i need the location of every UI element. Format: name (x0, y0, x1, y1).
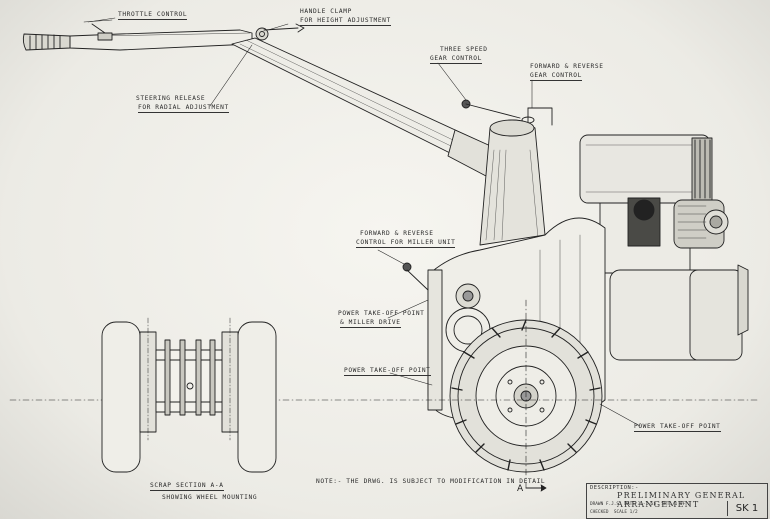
drawing-title: PRELIMINARY GENERAL ARRANGEMENT (617, 491, 746, 509)
handle-clamp (255, 23, 305, 41)
throttle-lever (83, 19, 113, 41)
label-pto-miller: POWER TAKE-OFF POINT (338, 310, 425, 317)
label-fwd-rev-gear: FORWARD & REVERSE (530, 63, 604, 70)
label-three-speed-sub: GEAR CONTROL (430, 55, 482, 64)
miller-control-lever (402, 262, 429, 291)
label-scrap-section: SCRAP SECTION A-A (150, 482, 224, 491)
section-mark-a: A (517, 484, 524, 494)
steering-column (479, 119, 546, 246)
label-fwd-rev-miller: FORWARD & REVERSE (360, 230, 434, 237)
section-line (9, 299, 761, 491)
label-fwd-rev-miller-sub: CONTROL FOR MILLER UNIT (356, 239, 456, 248)
checked-by: CHECKED (590, 510, 609, 515)
label-pto-left: POWER TAKE-OFF POINT (344, 367, 431, 376)
label-three-speed: THREE SPEED (440, 46, 488, 53)
label-steering-release: STEERING RELEASE (136, 95, 206, 102)
title-block-row-2: CHECKED SCALE 1/2 (590, 510, 638, 515)
label-handle-clamp: HANDLE CLAMP (300, 8, 352, 15)
drawing-scale: SCALE 1/2 (613, 510, 638, 515)
sheet-number: SK 1 (727, 501, 766, 516)
drawn-by: DRAWN F.J.S (590, 502, 620, 507)
label-steering-release-sub: FOR RADIAL ADJUSTMENT (138, 104, 229, 113)
scrap-section-view (101, 317, 277, 473)
wheel-guard (737, 264, 749, 336)
title-block-description-label: DESCRIPTION:- (590, 485, 639, 491)
title-block-row-1: DRAWN F.J.S DATE 31-1-55 SHT. 1 OF 2 (590, 502, 690, 507)
label-pto-right: POWER TAKE-OFF POINT (634, 423, 721, 432)
air-filter (627, 197, 729, 249)
label-fwd-rev-gear-sub: GEAR CONTROL (530, 72, 582, 81)
label-throttle-control: THROTTLE CONTROL (118, 11, 188, 20)
label-handle-clamp-sub: FOR HEIGHT ADJUSTMENT (300, 17, 391, 26)
label-scrap-section-sub: SHOWING WHEEL MOUNTING (162, 494, 258, 501)
drawing-note: NOTE:- THE DRWG. IS SUBJECT TO MODIFICAT… (316, 478, 546, 485)
handle-grip (22, 29, 253, 51)
drawing-date: DATE 31-1-55 (624, 502, 657, 507)
sheet-of: SHT. 1 OF 2 (661, 502, 691, 507)
label-pto-miller-sub: & MILLER DRIVE (340, 319, 401, 328)
